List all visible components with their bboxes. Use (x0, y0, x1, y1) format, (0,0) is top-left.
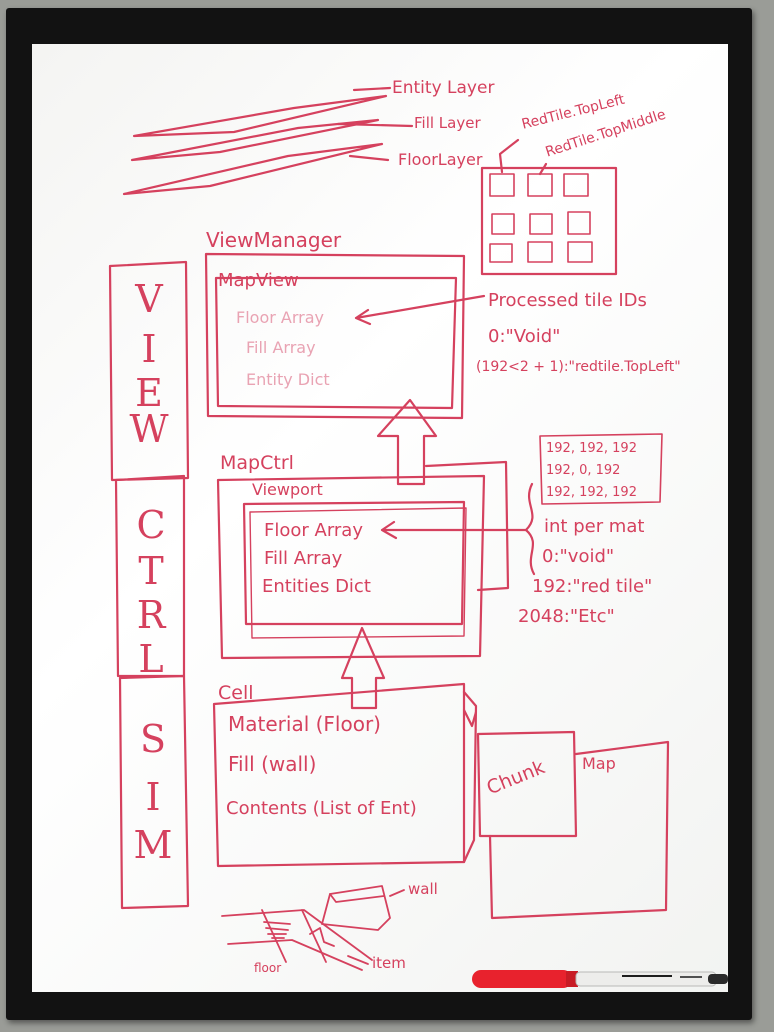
map-ctrl-back-panel (424, 460, 510, 592)
viewport-entities-dict: Entities Dict (262, 576, 371, 597)
map-label: Map (582, 754, 616, 773)
view-column-outline (108, 260, 190, 482)
viewport-floor-array: Floor Array (264, 520, 363, 541)
viewport-fill-array: Fill Array (264, 548, 343, 569)
sim-letter-s: S (139, 717, 167, 761)
map-ctrl-box (216, 460, 536, 660)
ctrl-letter-l: L (138, 637, 164, 681)
floor-label: floor (254, 961, 282, 975)
tile-grid (480, 138, 618, 276)
floor-array-ctrl-arrow (380, 520, 528, 540)
viewport-outline (242, 500, 466, 626)
matrix-outline (539, 433, 663, 505)
tile-grid-border (480, 166, 618, 276)
map-ctrl-title: MapCtrl (220, 452, 294, 474)
tile-bottom-middle (527, 241, 553, 263)
floor-layer-label: FloorLayer (398, 150, 483, 169)
floor-array-arrow (354, 294, 486, 326)
legend-void: 0:"void" (542, 546, 615, 567)
whiteboard-frame: Entity Layer Fill Layer FloorLayer RedTi… (6, 8, 752, 1020)
cell-to-ctrl-arrow (340, 626, 386, 710)
floor-grid-line-4 (301, 909, 327, 963)
map-ctrl-outline (216, 474, 486, 660)
map-outline (488, 740, 670, 920)
diagram-drawing (108, 86, 670, 971)
view-manager-box (204, 252, 486, 420)
tile-top-middle (527, 173, 553, 197)
legend-brace (524, 482, 536, 576)
view-letter-e: E (135, 371, 163, 415)
view-letter-i: I (141, 327, 157, 371)
fill-layer-label: Fill Layer (414, 114, 481, 132)
cell-material: Material (Floor) (228, 712, 381, 736)
marker-pen (472, 970, 728, 988)
tile-bottom-right (567, 241, 593, 263)
wall-pointer (389, 889, 405, 897)
ctrl-to-view-arrow (376, 398, 438, 486)
legend-int-per-mat: int per mat (544, 516, 645, 537)
tile-top-left (489, 173, 515, 197)
cell-side-panel (462, 690, 478, 864)
matrix-row-1: 192, 192, 192 (546, 441, 637, 456)
top-middle-tile-pointer (538, 162, 548, 176)
floor-layer-pointer (348, 154, 390, 162)
viewport-inner-outline (249, 507, 467, 639)
map-view-fill-array: Fill Array (246, 338, 316, 357)
ctrl-letter-r: R (136, 593, 166, 637)
view-manager-title: ViewManager (206, 228, 342, 252)
legend-red-tile: 192:"red tile" (532, 576, 653, 597)
item-pointer (347, 955, 369, 965)
matrix-row-2: 192, 0, 192 (546, 463, 621, 478)
floor-layer-plane (122, 142, 384, 196)
view-manager-outline (204, 252, 466, 420)
floor-hatch (263, 921, 291, 939)
wall-label: wall (408, 880, 438, 898)
sim-letter-i: I (145, 775, 161, 819)
tile-middle-right (567, 211, 591, 235)
item-marker (309, 927, 335, 947)
cell-connector (462, 708, 478, 728)
legend-etc: 2048:"Etc" (518, 606, 615, 627)
floor-grid-line-2 (227, 939, 363, 971)
fill-layer-pointer (336, 122, 414, 128)
floor-grid-line-1 (221, 909, 373, 961)
ctrl-letter-t: T (138, 549, 164, 593)
tile-top-right (563, 173, 589, 197)
viewport-title: Viewport (252, 480, 323, 499)
processed-void: 0:"Void" (488, 326, 561, 347)
chunk-outline (476, 730, 578, 838)
tile-sketch (221, 885, 405, 971)
entity-layer-label: Entity Layer (392, 78, 495, 98)
top-left-tile-pointer (498, 138, 520, 174)
map-view-entity-dict: Entity Dict (246, 370, 330, 389)
whiteboard-surface: Entity Layer Fill Layer FloorLayer RedTi… (32, 44, 728, 992)
fill-layer-plane (130, 118, 380, 162)
processed-title: Processed tile IDs (488, 290, 647, 311)
cell-box (212, 682, 478, 868)
wall-block (321, 885, 391, 931)
view-letter-w: W (129, 407, 169, 451)
layer-stack (122, 86, 414, 196)
tile-bottom-left (489, 243, 513, 263)
map-view-outline (214, 276, 458, 410)
sim-column-outline (118, 674, 190, 910)
sim-letter-m: M (133, 823, 173, 867)
floor-grid-line-3 (261, 909, 287, 963)
map-view-floor-array: Floor Array (236, 308, 324, 327)
cell-title: Cell (218, 682, 254, 704)
processed-redtile: (192<2 + 1):"redtile.TopLeft" (476, 359, 681, 375)
ctrl-letter-c: C (136, 503, 166, 547)
view-letter-v: V (135, 277, 163, 321)
matrix-row-3: 192, 192, 192 (546, 485, 637, 500)
wall-block-top (329, 893, 385, 903)
cell-fill: Fill (wall) (228, 752, 317, 776)
item-label: item (372, 954, 406, 972)
cell-contents: Contents (List of Ent) (226, 798, 417, 819)
tile-middle-left (491, 213, 515, 235)
entity-layer-pointer (352, 86, 392, 92)
tile-center (529, 213, 553, 235)
entity-layer-plane (132, 94, 388, 138)
map-view-title: MapView (218, 270, 299, 291)
